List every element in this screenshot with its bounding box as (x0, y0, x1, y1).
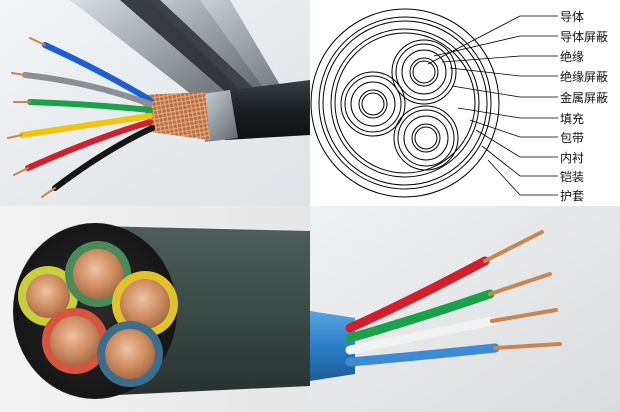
label-insulation-screen: 绝缘屏蔽 (560, 69, 608, 84)
colored-conductors (19, 42, 155, 191)
sheath-outline (310, 8, 500, 198)
insulated-wires (345, 256, 500, 367)
label-metal-screen: 金属屏蔽 (560, 90, 608, 105)
label-inner-lining: 内衬 (560, 151, 584, 165)
core-bottom (393, 105, 459, 171)
label-conductor: 导体 (560, 10, 584, 24)
cable-cross-section-diagram: 导体 导体屏蔽 绝缘 绝缘屏蔽 金属屏蔽 填充 包带 内衬 铠装 护套 (310, 0, 620, 206)
label-sheath: 护套 (560, 189, 584, 203)
cable-jacket (215, 80, 310, 140)
label-wrapping-tape: 包带 (560, 131, 584, 145)
foil-shield-flap (70, 0, 245, 105)
cross-section-drawing: 导体 导体屏蔽 绝缘 绝缘屏蔽 金属屏蔽 填充 包带 内衬 铠装 护套 (310, 8, 608, 203)
core-top (391, 39, 457, 105)
four-core-illustration (310, 206, 620, 412)
conductor-cores (18, 241, 178, 387)
four-core-cable-photo (310, 206, 620, 412)
label-conductor-screen: 导体屏蔽 (560, 30, 608, 44)
armour-outline (318, 16, 492, 190)
diagram-labels: 导体 导体屏蔽 绝缘 绝缘屏蔽 金属屏蔽 填充 包带 内衬 铠装 护套 (560, 10, 608, 203)
cable-end-face-photo (0, 206, 310, 412)
label-armour: 铠装 (560, 169, 584, 184)
shielded-cable-illustration (0, 0, 310, 206)
stripped-copper-strands (483, 230, 562, 350)
leader-lines (427, 15, 558, 196)
inner-lining-outline (330, 28, 480, 178)
blue-cable-jacket (310, 311, 355, 381)
copper-conductor-tips (7, 37, 56, 198)
label-insulation: 绝缘 (560, 49, 584, 64)
shielded-cable-photo (0, 0, 310, 206)
label-filler: 填充 (560, 111, 584, 126)
tape-outline (334, 32, 476, 174)
copper-braid-shield (140, 92, 210, 140)
core-left (340, 71, 406, 137)
end-face-illustration (0, 206, 310, 412)
